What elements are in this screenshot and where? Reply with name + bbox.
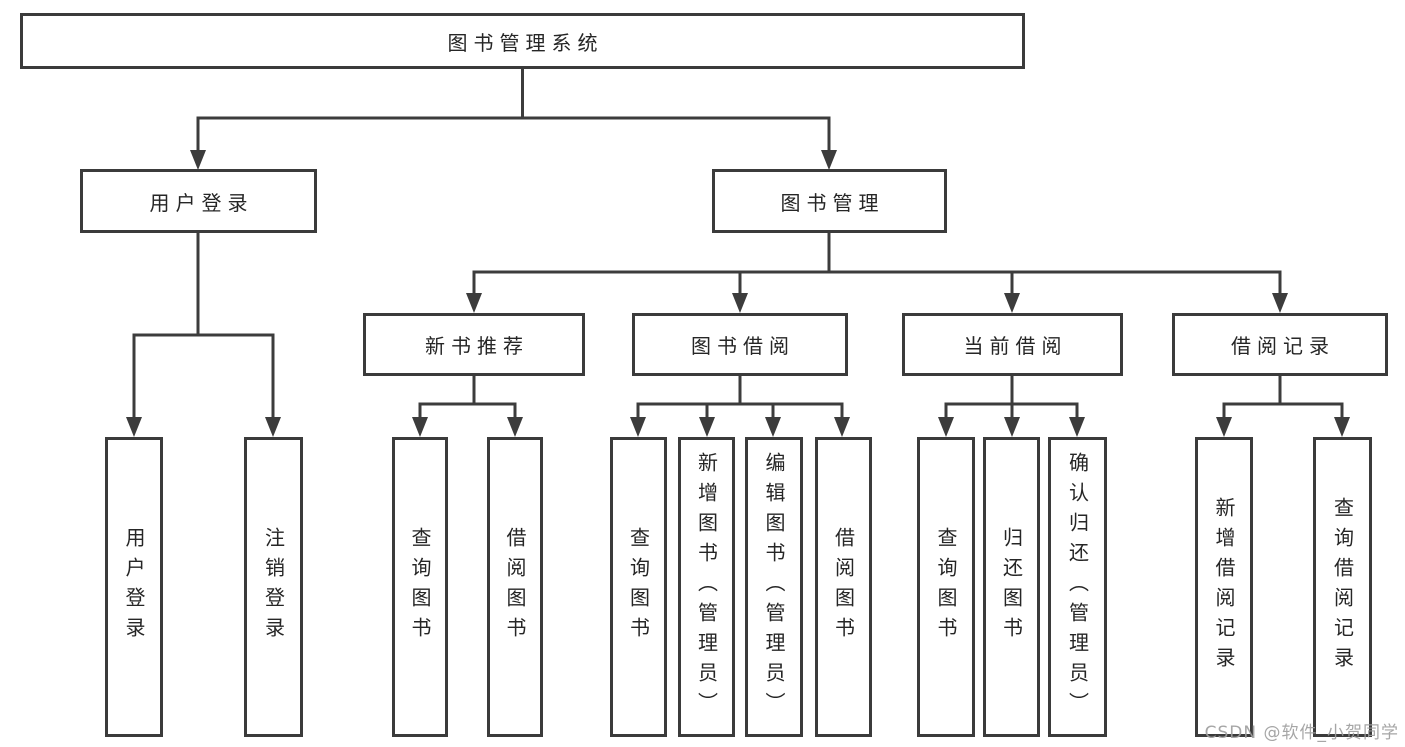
arrowhead: [412, 417, 428, 437]
edge-book-borrowing-to-leaves: [630, 374, 850, 437]
leaf-query-books-recommend-label: 查询图书: [408, 527, 432, 647]
node-user-login: 用户登录: [80, 169, 317, 233]
leaf-user-login: 用户登录: [105, 437, 163, 737]
arrowhead: [1004, 293, 1020, 313]
node-user-login-label: 用户登录: [149, 190, 254, 215]
node-book-management: 图书管理: [712, 169, 947, 233]
node-new-book-recommend-label: 新书推荐: [425, 334, 529, 358]
arrowhead: [834, 417, 850, 437]
arrowhead: [699, 417, 715, 437]
arrowhead: [938, 417, 954, 437]
leaf-edit-books-admin-label: 编辑图书（管理员）: [762, 452, 786, 722]
leaf-add-borrow-record: 新增借阅记录: [1195, 437, 1253, 737]
arrowhead: [1069, 417, 1085, 437]
leaf-query-borrow-record-label: 查询借阅记录: [1330, 497, 1355, 677]
leaf-confirm-return-admin: 确认归还（管理员）: [1048, 437, 1107, 737]
edge-user-login-to-leaves: [126, 231, 281, 437]
leaf-borrow-books-borrowing: 借阅图书: [815, 437, 872, 737]
arrowhead: [1004, 417, 1020, 437]
arrowhead: [265, 417, 281, 437]
leaf-add-books-admin: 新增图书（管理员）: [678, 437, 735, 737]
arrowhead: [466, 293, 482, 313]
node-book-management-label: 图书管理: [780, 190, 885, 215]
arrowhead: [507, 417, 523, 437]
leaf-return-books-label: 归还图书: [999, 527, 1024, 647]
leaf-query-books-recommend: 查询图书: [392, 437, 448, 737]
leaf-query-books-borrowing: 查询图书: [610, 437, 667, 737]
arrowhead: [190, 150, 206, 170]
leaf-return-books: 归还图书: [983, 437, 1040, 737]
leaf-user-login-label: 用户登录: [122, 527, 146, 647]
leaf-query-borrow-record: 查询借阅记录: [1313, 437, 1372, 737]
node-root-label: 图书管理系统: [447, 30, 604, 55]
leaf-add-borrow-record-label: 新增借阅记录: [1212, 497, 1236, 677]
arrowhead: [1334, 417, 1350, 437]
leaf-query-books-current: 查询图书: [917, 437, 975, 737]
node-new-book-recommend: 新书推荐: [363, 313, 585, 376]
leaf-edit-books-admin: 编辑图书（管理员）: [745, 437, 803, 737]
leaf-borrow-books-recommend: 借阅图书: [487, 437, 543, 737]
leaf-add-books-admin-label: 新增图书（管理员）: [694, 452, 719, 722]
arrowhead: [630, 417, 646, 437]
leaf-borrow-books-borrowing-label: 借阅图书: [831, 527, 856, 647]
arrowhead: [821, 150, 837, 170]
leaf-query-books-current-label: 查询图书: [934, 527, 958, 647]
edge-current-borrowing-to-leaves: [938, 374, 1085, 437]
node-borrowing-records: 借阅记录: [1172, 313, 1388, 376]
leaf-logout: 注销登录: [244, 437, 303, 737]
leaf-borrow-books-recommend-label: 借阅图书: [503, 527, 527, 647]
leaf-logout-label: 注销登录: [261, 527, 286, 647]
leaf-confirm-return-admin-label: 确认归还（管理员）: [1065, 452, 1090, 722]
node-book-borrowing: 图书借阅: [632, 313, 848, 376]
node-root: 图书管理系统: [20, 13, 1025, 69]
arrowhead: [1216, 417, 1232, 437]
arrowhead: [765, 417, 781, 437]
edge-new-book-recommend-to-leaves: [412, 374, 523, 437]
arrowhead: [1272, 293, 1288, 313]
csdn-watermark: CSDN @软件_小贺同学: [1204, 723, 1399, 743]
node-current-borrowing: 当前借阅: [902, 313, 1123, 376]
arrowhead: [126, 417, 142, 437]
edge-root-to-level2: [190, 67, 837, 170]
node-book-borrowing-label: 图书借阅: [691, 334, 795, 358]
node-current-borrowing-label: 当前借阅: [963, 334, 1068, 358]
edge-book-management-to-level3: [466, 231, 1288, 313]
leaf-query-books-borrowing-label: 查询图书: [626, 527, 651, 647]
edge-borrowing-records-to-leaves: [1216, 374, 1350, 437]
node-borrowing-records-label: 借阅记录: [1231, 334, 1335, 358]
arrowhead: [732, 293, 748, 313]
